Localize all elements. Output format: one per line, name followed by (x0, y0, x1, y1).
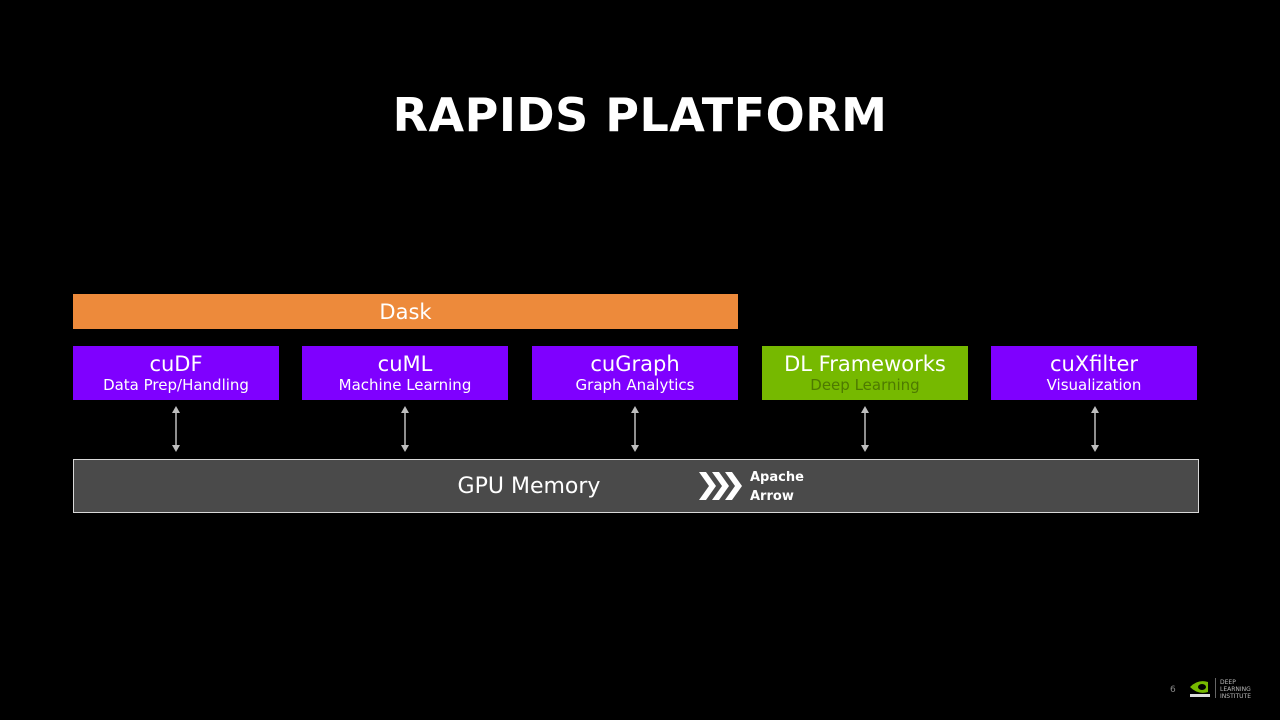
library-name: DL Frameworks (784, 352, 946, 376)
library-name: cuGraph (590, 352, 680, 376)
nvidia-eye-icon (1190, 681, 1210, 697)
library-box-cuxfilter: cuXfilter Visualization (991, 346, 1197, 400)
library-name: cuML (377, 352, 433, 376)
dask-label: Dask (379, 299, 432, 324)
bidirectional-arrow-icon (1091, 406, 1099, 452)
apache-arrow-line1: Apache (750, 470, 804, 485)
library-box-cuml: cuML Machine Learning (302, 346, 508, 400)
library-description: Deep Learning (810, 376, 920, 394)
dask-bar: Dask (73, 294, 738, 329)
library-description: Machine Learning (338, 376, 472, 394)
library-description: Data Prep/Handling (103, 376, 249, 394)
deep-learning-institute-label: DEEP LEARNING INSTITUTE (1220, 679, 1252, 700)
apache-arrow-line2: Arrow (750, 489, 794, 504)
apache-arrow-chevrons-icon (699, 472, 742, 500)
library-box-cugraph: cuGraph Graph Analytics (532, 346, 738, 400)
library-name: cuXfilter (1049, 352, 1139, 376)
apache-arrow-label: Apache Arrow (750, 468, 804, 506)
bidirectional-arrow-icon (172, 406, 180, 452)
bidirectional-arrow-icon (861, 406, 869, 452)
bidirectional-arrow-icon (631, 406, 639, 452)
library-description: Visualization (1046, 376, 1142, 394)
footer-divider (1215, 678, 1216, 698)
library-box-dl-frameworks: DL Frameworks Deep Learning (762, 346, 968, 400)
slide-title: RAPIDS PLATFORM (392, 88, 888, 142)
bidirectional-arrow-icon (401, 406, 409, 452)
gpu-memory-bar: GPU Memory Apache Arrow (73, 459, 1199, 513)
library-name: cuDF (149, 352, 203, 376)
library-box-cudf: cuDF Data Prep/Handling (73, 346, 279, 400)
page-number: 6 (1170, 685, 1176, 695)
library-description: Graph Analytics (575, 376, 695, 394)
gpu-memory-label: GPU Memory (457, 473, 601, 499)
